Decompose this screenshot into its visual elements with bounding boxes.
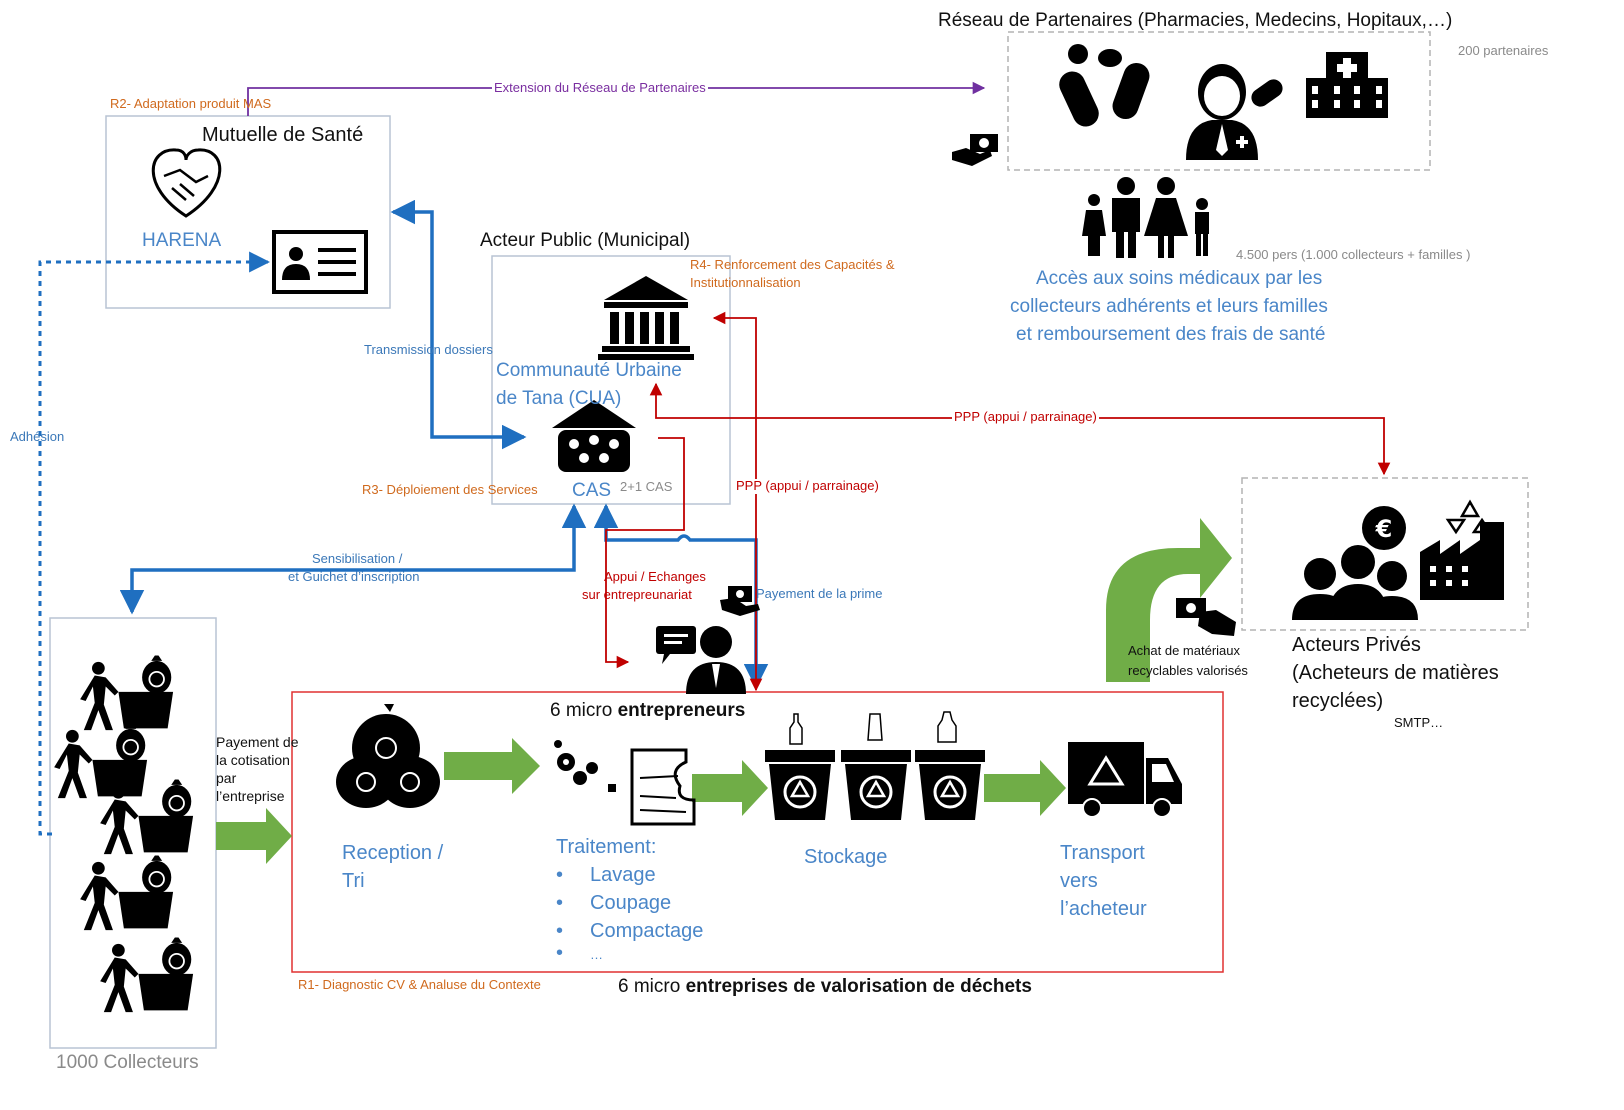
transport-line2: vers xyxy=(1060,870,1098,892)
transport-line3: l’acheteur xyxy=(1060,898,1147,920)
cotisation-green-arrow xyxy=(216,808,292,864)
money-hand-icon xyxy=(720,586,760,616)
r2-label: R2- Adaptation produit MAS xyxy=(110,96,272,111)
sensibilisation-line1: Sensibilisation / xyxy=(312,551,403,566)
r1-label: R1- Diagnostic CV & Analuse du Contexte xyxy=(298,977,541,992)
collectors-label: 1000 Collecteurs xyxy=(56,1052,199,1073)
bottles-icon xyxy=(789,711,957,745)
payement-prime-label: Payement de la prime xyxy=(756,586,883,601)
access-line3: et remboursement des frais de santé xyxy=(1016,324,1326,345)
enterprises-title: 6 micro entreprises de valorisation de d… xyxy=(618,976,1032,998)
pills-icon xyxy=(1059,44,1150,127)
private-actors-line3: recyclées) xyxy=(1292,690,1384,712)
ppp-top-label: PPP (appui / parrainage) xyxy=(952,409,1099,425)
micro-bold: entrepreneurs xyxy=(617,700,746,721)
mutuelle-name: HARENA xyxy=(142,230,222,251)
handshake-heart-icon xyxy=(151,148,222,218)
access-line2: collecteurs adhérents et leurs familles xyxy=(1010,296,1328,317)
extension-arrow xyxy=(247,81,986,116)
r4-line2: Institutionnalisation xyxy=(690,275,801,290)
flow-arrow-3 xyxy=(984,760,1066,816)
hospital-icon xyxy=(1306,52,1388,118)
transmission-arrow xyxy=(390,199,527,450)
adhesion-label: Adhésion xyxy=(10,429,65,444)
micro-prefix: 6 micro xyxy=(550,700,618,721)
businesspeople-euro-icon: € xyxy=(1292,506,1418,620)
cotisation-line4: l’entreprise xyxy=(216,788,285,804)
private-actors-example: SMTP… xyxy=(1394,715,1444,730)
ppp-top-arrow xyxy=(649,382,1391,476)
recycle-bin-icon xyxy=(914,750,986,820)
traitement-item: •Compactage xyxy=(556,920,704,942)
recycling-truck-icon xyxy=(1068,742,1182,818)
government-building-icon xyxy=(598,276,694,360)
appui-line1: Appui / Echanges xyxy=(604,569,706,584)
cua-line2: de Tana (CUA) xyxy=(496,388,622,409)
cotisation-line3: par xyxy=(216,770,237,786)
r4-line1: R4- Renforcement des Capacités & xyxy=(690,257,895,272)
stockage-label: Stockage xyxy=(804,846,888,868)
money-hand-icon xyxy=(1176,598,1236,636)
partners-count: 200 partenaires xyxy=(1458,43,1549,58)
recycle-bin-icon xyxy=(840,750,912,820)
money-hand-icon xyxy=(952,134,998,166)
cua-line1: Communauté Urbaine xyxy=(496,360,682,381)
traitement-item: •Lavage xyxy=(556,864,656,886)
prime-arrow xyxy=(593,503,769,689)
traitement-title: Traitement: xyxy=(556,836,657,858)
sensibilisation-line2: et Guichet d’inscription xyxy=(288,569,420,584)
cotisation-line1: Payement de xyxy=(216,734,299,750)
cotisation-line2: la cotisation xyxy=(216,752,290,768)
appui-line2: sur entrepreunariat xyxy=(582,587,692,602)
beneficiaries-count: 4.500 pers (1.000 collecteurs + familles… xyxy=(1236,247,1471,262)
entrepreneur-chat-icon xyxy=(656,626,746,694)
traitement-item: •Coupage xyxy=(556,892,672,914)
private-actors-line1: Acteurs Privés xyxy=(1292,634,1421,656)
private-actors-line2: (Acheteurs de matières xyxy=(1292,662,1499,684)
r4-arrow xyxy=(712,311,763,692)
enterprises-bold: entreprises de valorisation de déchets xyxy=(685,976,1032,997)
doctor-icon xyxy=(1186,64,1283,160)
public-actor-title: Acteur Public (Municipal) xyxy=(480,230,691,251)
enterprises-prefix: 6 micro xyxy=(618,976,686,997)
traitement-item: •… xyxy=(556,942,603,964)
id-card-icon xyxy=(272,230,368,294)
mutuelle-title: Mutuelle de Santé xyxy=(202,124,364,146)
enterprises-box xyxy=(291,691,1224,973)
access-line1: Accès aux soins médicaux par les xyxy=(1036,268,1323,289)
cas-count: 2+1 CAS xyxy=(620,479,673,494)
sensibilisation-arrow xyxy=(119,503,587,615)
ppp-mid-label: PPP (appui / parrainage) xyxy=(734,478,881,494)
reception-line2: Tri xyxy=(342,870,365,892)
reception-line1: Reception / xyxy=(342,842,444,864)
transport-line1: Transport xyxy=(1060,842,1145,864)
recycling-bags-icon xyxy=(336,704,440,808)
partners-title: Réseau de Partenaires (Pharmacies, Medec… xyxy=(938,10,1453,31)
r3-label: R3- Déploiement des Services xyxy=(362,482,538,497)
gears-press-icon xyxy=(554,740,696,826)
flow-arrow-2 xyxy=(692,760,768,816)
micro-entrepreneurs-label: 6 micro entrepreneurs xyxy=(550,700,745,722)
achat-line1: Achat de matériaux xyxy=(1128,643,1241,658)
transmission-label: Transmission dossiers xyxy=(364,342,493,357)
flow-arrow-1 xyxy=(444,738,540,794)
achat-line2: recyclables valorisés xyxy=(1128,663,1248,678)
recycling-factory-icon xyxy=(1420,499,1504,600)
family-icon xyxy=(1082,177,1209,258)
community-house-icon xyxy=(552,400,636,472)
recycle-bin-icon xyxy=(764,750,836,820)
appui-arrow xyxy=(605,437,685,669)
svg-text:€: € xyxy=(1375,515,1393,543)
cas-label: CAS xyxy=(572,480,612,501)
extension-label: Extension du Réseau de Partenaires xyxy=(492,80,708,96)
curved-green-arrow xyxy=(1106,518,1232,682)
